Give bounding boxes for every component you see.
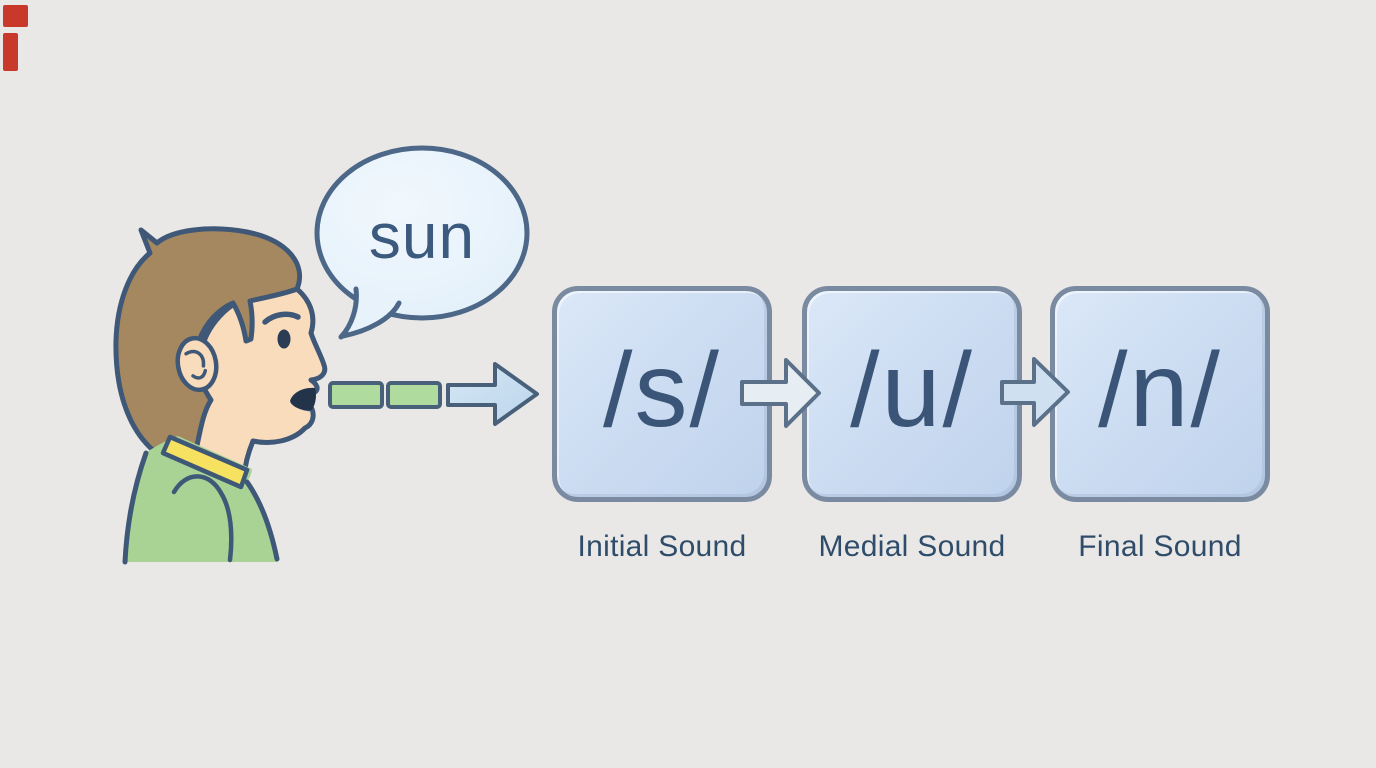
child-mouth bbox=[290, 387, 316, 411]
speech-bubble-icon bbox=[314, 145, 530, 340]
sound-dash-2 bbox=[386, 381, 442, 409]
phoneme-box-medial: /u/ bbox=[802, 286, 1022, 502]
red-corner-mark-top bbox=[3, 5, 28, 27]
phoneme-symbol-medial: /u/ bbox=[850, 331, 974, 449]
sound-dash-1 bbox=[328, 381, 384, 409]
label-final-sound: Final Sound bbox=[1078, 530, 1242, 563]
label-initial-sound: Initial Sound bbox=[577, 530, 747, 563]
sound-arrow-icon bbox=[446, 362, 539, 426]
child-ear bbox=[175, 335, 219, 393]
spoken-word: sun bbox=[368, 200, 476, 272]
child-speaking-illustration bbox=[113, 226, 328, 565]
red-corner-mark-side bbox=[3, 33, 18, 71]
phoneme-box-final: /n/ bbox=[1050, 286, 1270, 502]
phoneme-symbol-initial: /s/ bbox=[603, 331, 721, 449]
phoneme-box-initial: /s/ bbox=[552, 286, 772, 502]
child-eyebrow bbox=[262, 311, 301, 325]
sound-flow bbox=[328, 362, 539, 426]
child-collar bbox=[160, 434, 250, 490]
child-eye bbox=[277, 329, 291, 349]
label-medial-sound: Medial Sound bbox=[818, 530, 1006, 563]
child-sleeve-seam bbox=[171, 474, 234, 563]
child-shirt-outline bbox=[122, 450, 280, 565]
phoneme-symbol-final: /n/ bbox=[1098, 331, 1222, 449]
